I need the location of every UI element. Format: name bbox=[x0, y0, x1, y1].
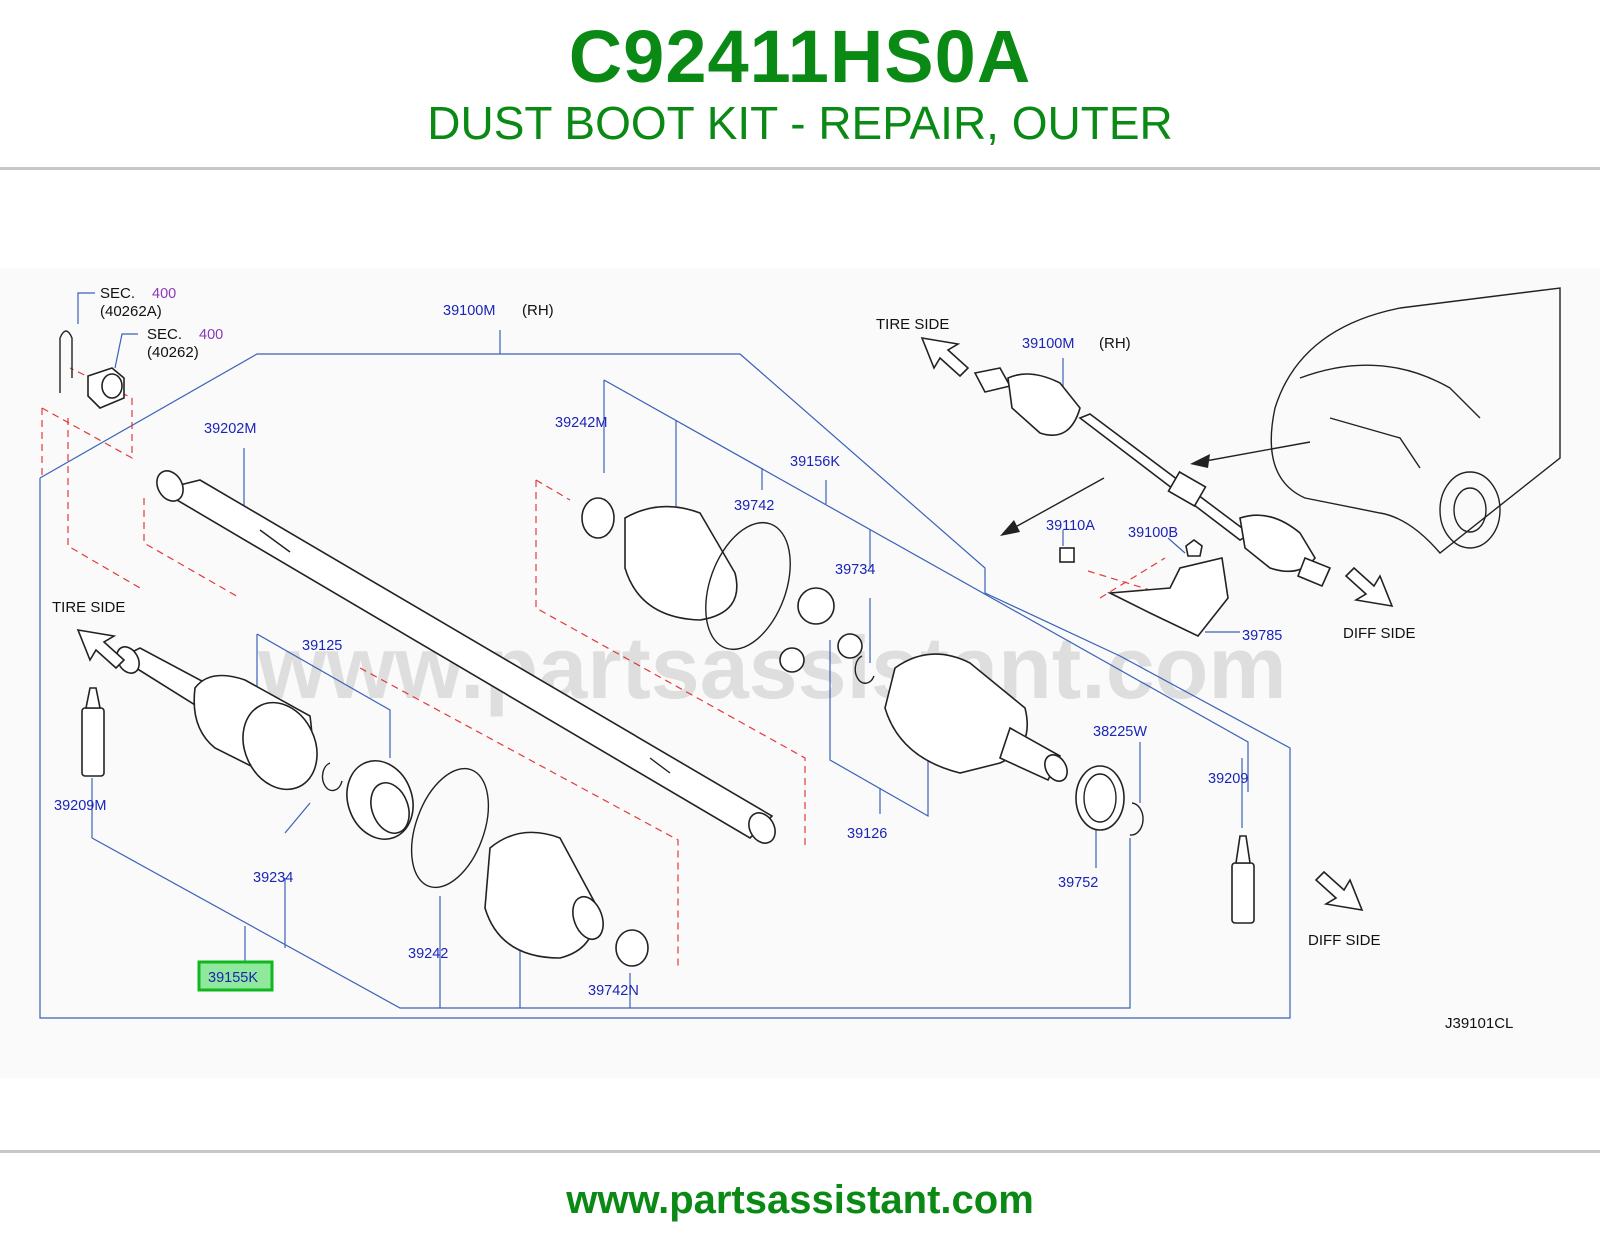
label-tire-side-1: TIRE SIDE bbox=[52, 599, 125, 616]
diff-side-arrow-2 bbox=[1314, 870, 1364, 912]
tripod-39734 bbox=[797, 587, 835, 625]
label-39110a[interactable]: 39110A bbox=[1046, 518, 1095, 534]
shaft-assembly-overview bbox=[973, 287, 1561, 637]
label-diff-side-2: DIFF SIDE bbox=[1308, 932, 1381, 949]
boot-band-39242 bbox=[410, 767, 490, 889]
label-sec-2-ref: (40262) bbox=[147, 344, 199, 361]
label-39100b[interactable]: 39100B bbox=[1128, 525, 1178, 541]
label-39126[interactable]: 39126 bbox=[847, 826, 887, 842]
label-sec-1-ref: (40262A) bbox=[100, 303, 162, 320]
inner-dust-boot bbox=[624, 505, 738, 621]
part-labels: SEC. 400 (40262A) SEC. 400 (40262) 39100… bbox=[52, 285, 1513, 1032]
label-diff-side-1: DIFF SIDE bbox=[1343, 625, 1416, 642]
label-39242m[interactable]: 39242M bbox=[555, 415, 607, 431]
label-39156k[interactable]: 39156K bbox=[790, 454, 840, 470]
label-rh-2: (RH) bbox=[1099, 335, 1131, 352]
label-sec-1: SEC. bbox=[100, 285, 135, 302]
tire-side-arrow-2 bbox=[920, 336, 970, 378]
diff-side-arrow-1 bbox=[1344, 566, 1394, 608]
clamp-39242m bbox=[581, 497, 615, 539]
label-39100m-2[interactable]: 39100M bbox=[1022, 336, 1074, 352]
drive-shaft-parts bbox=[59, 330, 1394, 967]
label-sec-1-num: 400 bbox=[152, 286, 176, 302]
label-39234[interactable]: 39234 bbox=[253, 870, 293, 886]
part-number-title: C92411HS0A bbox=[568, 15, 1032, 98]
label-39209m[interactable]: 39209M bbox=[54, 798, 106, 814]
footer-website-link[interactable]: www.partsassistant.com bbox=[566, 1178, 1034, 1222]
tire-side-arrow-1 bbox=[76, 628, 126, 670]
label-39155k-highlighted[interactable]: 39155K bbox=[208, 970, 258, 986]
label-tire-side-2: TIRE SIDE bbox=[876, 316, 949, 333]
clamp-39742n bbox=[615, 929, 649, 967]
label-sec-2: SEC. bbox=[147, 326, 182, 343]
highlight-box bbox=[197, 960, 274, 992]
grease-tube-39209 bbox=[1231, 862, 1255, 924]
label-39209[interactable]: 39209 bbox=[1208, 771, 1248, 787]
label-39100m[interactable]: 39100M bbox=[443, 303, 495, 319]
reference-code: J39101CL bbox=[1445, 1015, 1513, 1032]
label-39242[interactable]: 39242 bbox=[408, 946, 448, 962]
label-39742n[interactable]: 39742N bbox=[588, 983, 639, 999]
exploded-view-drawing: www.partsassistant.com bbox=[39, 285, 1561, 1032]
outer-dust-boot bbox=[484, 831, 597, 959]
footer-divider bbox=[0, 1150, 1600, 1153]
drive-shaft-39202m bbox=[157, 479, 774, 840]
boot-band-39742 bbox=[705, 521, 791, 651]
circlip-38225w bbox=[1129, 802, 1144, 836]
car-outline bbox=[1270, 287, 1561, 554]
header-divider bbox=[0, 167, 1600, 170]
label-39752[interactable]: 39752 bbox=[1058, 875, 1098, 891]
cotter-pin bbox=[59, 330, 73, 393]
car-wheel bbox=[1439, 471, 1501, 549]
leader-lines bbox=[39, 292, 1291, 1019]
label-rh-1: (RH) bbox=[522, 302, 554, 319]
label-38225w[interactable]: 38225W bbox=[1093, 724, 1147, 740]
part-description-title: DUST BOOT KIT - REPAIR, OUTER bbox=[427, 97, 1173, 149]
dashed-lines bbox=[41, 367, 1186, 970]
label-39125[interactable]: 39125 bbox=[302, 638, 342, 654]
grease-tube-39209m bbox=[81, 707, 105, 777]
label-39734[interactable]: 39734 bbox=[835, 562, 875, 578]
parts-diagram: www.partsassistant.com bbox=[0, 268, 1600, 1078]
label-sec-2-num: 400 bbox=[199, 327, 223, 343]
snap-ring-39234 bbox=[321, 762, 343, 792]
label-39202m[interactable]: 39202M bbox=[204, 421, 256, 437]
label-39785[interactable]: 39785 bbox=[1242, 628, 1282, 644]
label-39742[interactable]: 39742 bbox=[734, 498, 774, 514]
oil-seal-39752 bbox=[1075, 765, 1125, 831]
